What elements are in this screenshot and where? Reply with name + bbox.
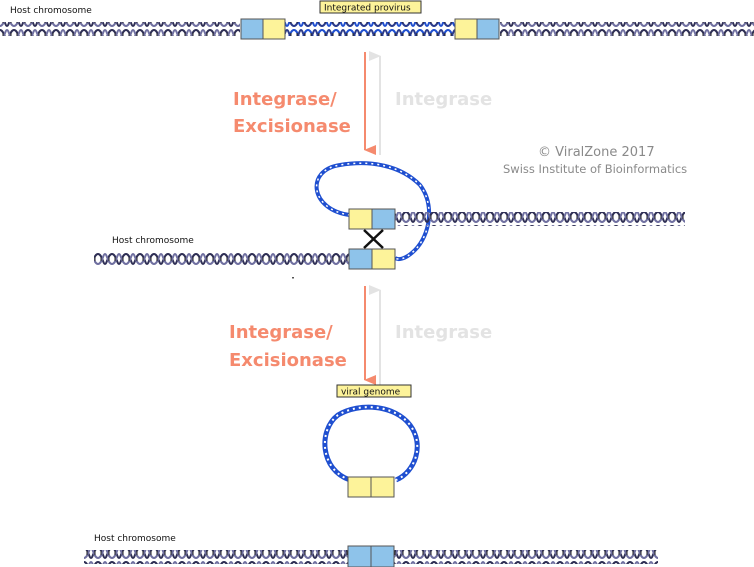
integrated-provirus-tag: Integrated provirus (319, 0, 422, 14)
svg-text:Integrated provirus: Integrated provirus (324, 4, 411, 14)
integrase-excisionase-label-2b: Excisionase (229, 350, 347, 371)
host-dna-left-bottom (84, 550, 348, 564)
att-p-site (347, 476, 395, 498)
recombination-intermediate: Host chromosome (94, 161, 685, 279)
viral-circle-dna (322, 404, 420, 483)
provirus-dna (285, 22, 455, 36)
integrated-state: Host chromosome Integrated provirus (0, 0, 754, 40)
host-dna-right-middle (395, 212, 685, 226)
svg-text:viral genome: viral genome (341, 388, 401, 398)
integrase-excisionase-label-1b: Excisionase (233, 116, 351, 137)
integrase-label-2: Integrase (395, 322, 492, 343)
viral-loop-dna (314, 161, 432, 261)
step1-arrows: Integrase/ Excisionase Integrase (233, 51, 492, 155)
viral-genome-tag: viral genome (336, 384, 412, 398)
host-chromosome-bottom: Host chromosome (84, 534, 658, 567)
crossover-mark (363, 229, 384, 249)
host-dna-left-top (0, 22, 240, 36)
step2-arrows: Integrase/ Excisionase Integrase (229, 285, 492, 388)
integrase-excisionase-label-1a: Integrase/ (233, 89, 337, 110)
host-chromosome-label-bottom: Host chromosome (94, 534, 176, 544)
att-site-lower (348, 248, 396, 270)
host-chromosome-label-middle: Host chromosome (112, 236, 194, 246)
integrase-excisionase-label-2a: Integrase/ (229, 322, 333, 343)
att-site-upper (348, 208, 396, 230)
excised-viral-genome: viral genome (322, 384, 420, 498)
att-site-right (454, 18, 500, 40)
host-chromosome-label-top: Host chromosome (10, 6, 92, 16)
stray-dot (292, 277, 294, 279)
att-b-site (347, 545, 395, 567)
att-site-left (240, 18, 286, 40)
credit-line-1: © ViralZone 2017 (538, 145, 655, 160)
host-dna-left-middle (94, 252, 349, 266)
integrase-label-1: Integrase (395, 89, 492, 110)
credit: © ViralZone 2017 Swiss Institute of Bioi… (503, 145, 687, 176)
host-dna-right-top (500, 22, 754, 36)
host-dna-right-bottom (394, 550, 658, 564)
credit-line-2: Swiss Institute of Bioinformatics (503, 162, 687, 176)
